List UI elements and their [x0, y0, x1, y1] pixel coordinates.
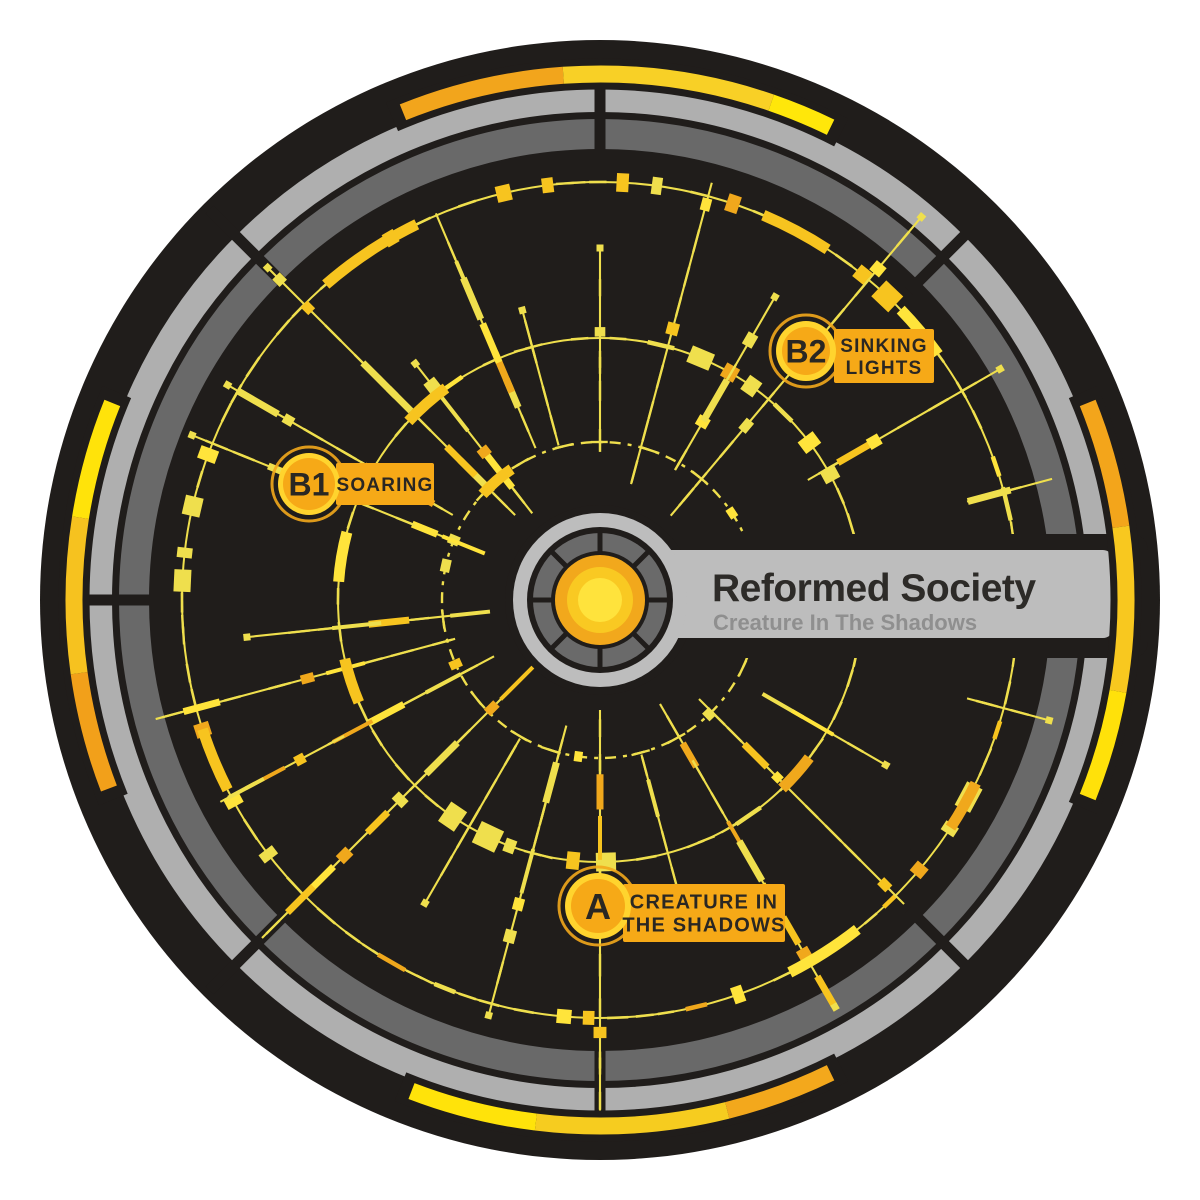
banner-title: Reformed Society: [712, 567, 1036, 610]
outer-highlight-arc-left: [58, 385, 132, 806]
track-title-line: CREATURE IN: [630, 892, 778, 914]
track-badge: [834, 329, 934, 383]
track-title-line: SOARING: [336, 475, 433, 496]
track-badge: [336, 463, 434, 505]
track-title-line: LIGHTS: [846, 358, 923, 379]
banner-subtitle: Creature In The Shadows: [713, 610, 977, 635]
track-title-line: THE SHADOWS: [622, 915, 785, 937]
track-label-B1: B1 SOARING: [270, 445, 434, 523]
track-circle: [571, 879, 625, 933]
track-badge: [623, 884, 785, 942]
outer-highlight-arc-top: [385, 58, 849, 147]
outer-highlight-arc-right: [1068, 385, 1142, 815]
track-side-letter: B1: [289, 467, 330, 503]
track-side-letter: A: [585, 886, 611, 927]
track-circle: [283, 458, 335, 510]
outer-highlight-arc-bottom: [394, 1053, 849, 1142]
track-circle: [782, 327, 830, 375]
center-hub: [513, 513, 687, 687]
banner-plate: [640, 550, 1113, 638]
track-side-letter: B2: [786, 334, 827, 370]
track-title-line: SINKING: [840, 336, 928, 357]
